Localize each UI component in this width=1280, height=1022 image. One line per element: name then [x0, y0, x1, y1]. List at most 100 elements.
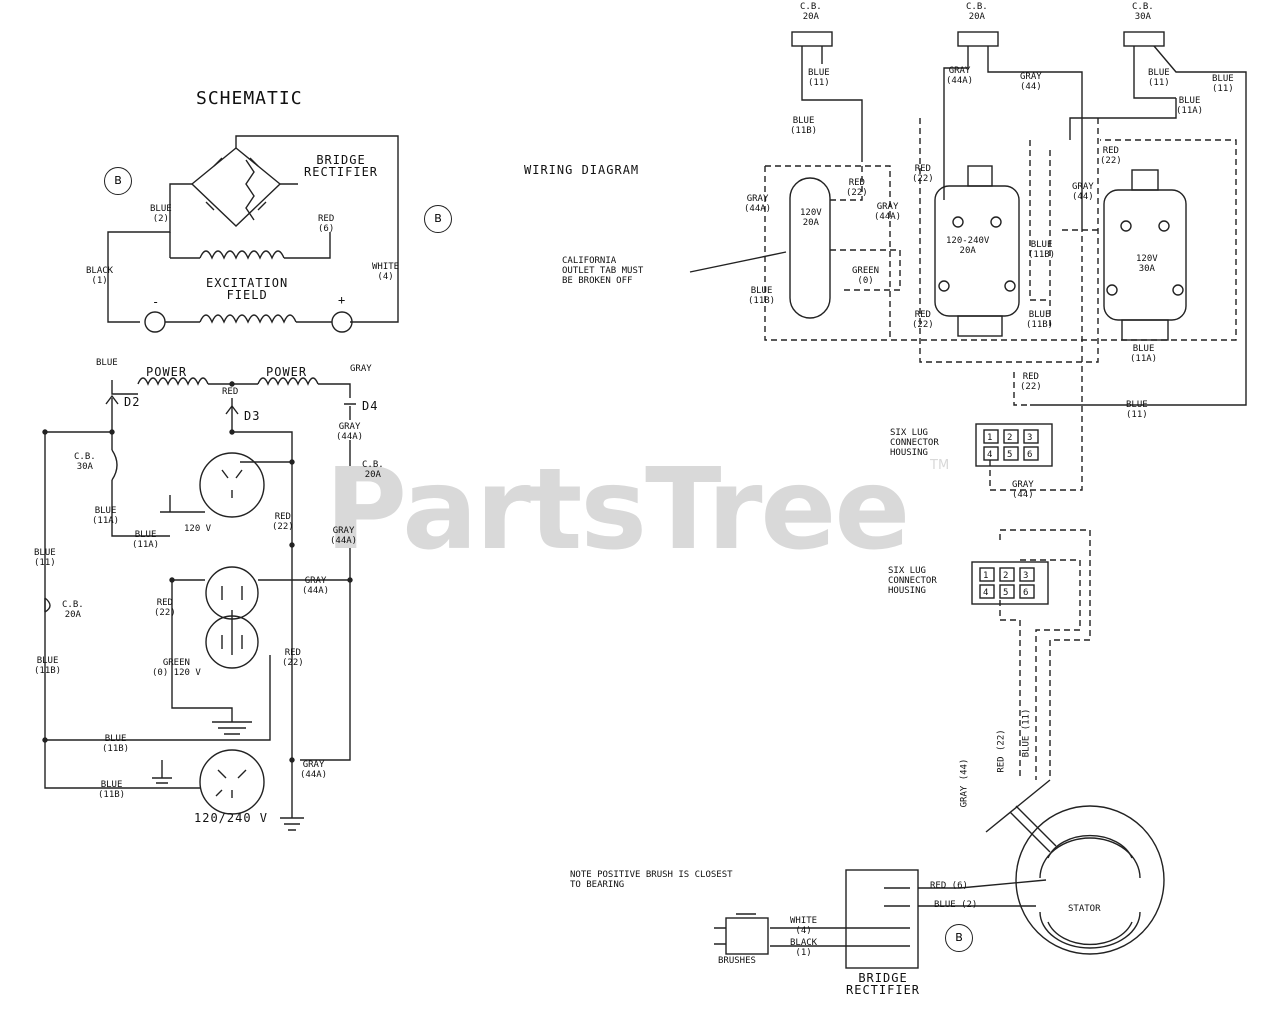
bridge-rectifier-box — [689, 251, 1047, 969]
label-blue-11b-w: BLUE (11B) — [790, 116, 818, 136]
label-red-22-3: RED (22) — [282, 648, 304, 668]
label-bridge-rectifier: BRIDGE RECTIFIER — [304, 153, 379, 179]
label-red-6-b: RED (6) — [930, 881, 968, 891]
label-d3: D3 — [244, 409, 261, 423]
label-120-240v: 120/240 V — [194, 811, 269, 825]
label-power-1: POWER — [146, 365, 188, 379]
label-cb-20a-top1: C.B. 20A — [800, 2, 822, 22]
lug-4b: 4 — [983, 588, 989, 598]
label-black-1-b: BLACK (1) — [790, 938, 818, 958]
label-gray-44a-4: GRAY (44A) — [300, 760, 328, 780]
label-blue-11a-w2: BLUE (11A) — [1130, 344, 1158, 364]
label-blue-11-w1: BLUE (11) — [808, 68, 830, 88]
bridge-rectifier-symbol — [107, 135, 399, 323]
label-plus: + — [338, 293, 347, 307]
parts-tree-watermark: PartsTree — [325, 445, 910, 575]
label-cb-20a-right: C.B. 20A — [362, 460, 384, 480]
label-cb-30a-left: C.B. 30A — [74, 452, 96, 472]
schematic-lower-wiring — [42, 429, 355, 831]
lug-6: 6 — [1027, 450, 1033, 460]
label-red-22-w4: RED (22) — [912, 310, 934, 330]
label-green-0-w: GREEN (0) — [852, 266, 880, 286]
callout-b-1: B — [104, 167, 132, 195]
label-blue-11b-w3: BLUE (11B) — [748, 286, 776, 306]
lug-3b: 3 — [1023, 571, 1029, 581]
label-blue-11-w2: BLUE (11) — [1148, 68, 1170, 88]
lug-6b: 6 — [1023, 588, 1029, 598]
label-gray-44-w2: GRAY (44) — [1072, 182, 1094, 202]
label-blue-2-b: BLUE (2) — [934, 900, 978, 910]
label-outlet-120-240v-20a: 120-240V 20A — [946, 236, 990, 256]
label-red-22-w1: RED (22) — [1100, 146, 1122, 166]
lug-5b: 5 — [1003, 588, 1009, 598]
lug-2b: 2 — [1003, 571, 1009, 581]
label-120v-1: 120 V — [184, 524, 212, 534]
label-gray-44a-1: GRAY (44A) — [336, 422, 364, 442]
excitation-field-coils — [144, 232, 353, 333]
label-outlet-120v-30a: 120V 30A — [1136, 254, 1158, 274]
lug-5: 5 — [1007, 450, 1013, 460]
trademark-mark: TM — [930, 458, 950, 473]
label-black-1: BLACK (1) — [86, 266, 114, 286]
label-six-lug-1: SIX LUG CONNECTOR HOUSING — [890, 428, 939, 458]
label-excitation-field: EXCITATION FIELD — [206, 276, 289, 302]
label-blue-11b-w4: BLUE (11B) — [1026, 310, 1054, 330]
label-gray-44-w1: GRAY (44) — [1020, 72, 1042, 92]
power-windings — [105, 377, 356, 432]
label-blue-2: BLUE (2) — [150, 204, 172, 224]
label-blue-11b-w2: BLUE (11B) — [1028, 240, 1056, 260]
lug-2: 2 — [1007, 433, 1013, 443]
label-red-22-w2: RED (22) — [846, 178, 868, 198]
label-blue-11a-1: BLUE (11A) — [92, 506, 120, 526]
label-bridge-rectifier-b: BRIDGE RECTIFIER — [846, 971, 921, 997]
label-gray-44a-w2: GRAY (44A) — [744, 194, 772, 214]
label-blue-11b-2: BLUE (11B) — [98, 780, 126, 800]
label-red-6: RED (6) — [318, 214, 335, 234]
lug-1b: 1 — [983, 571, 989, 581]
label-gray-44a-w1: GRAY (44A) — [946, 66, 974, 86]
label-blue-11-left: BLUE (11) — [34, 548, 56, 568]
label-california-note: CALIFORNIA OUTLET TAB MUST BE BROKEN OFF — [562, 256, 644, 286]
label-d2: D2 — [124, 395, 141, 409]
lug-4: 4 — [987, 450, 993, 460]
label-green-0-120v: GREEN (0) 120 V — [152, 658, 201, 678]
label-blue-11-stator: BLUE (11) — [1021, 708, 1032, 758]
label-red-22-w3: RED (22) — [912, 164, 934, 184]
label-cb-20a-left: C.B. 20A — [62, 600, 84, 620]
label-blue-11b-left: BLUE (11B) — [34, 656, 62, 676]
wiring-breakers — [791, 31, 1247, 406]
label-red-22-stator: RED (22) — [996, 729, 1007, 773]
label-blue-11b-1: BLUE (11B) — [102, 734, 130, 754]
label-white-4: WHITE (4) — [372, 262, 400, 282]
label-red-mid: RED — [222, 387, 239, 397]
label-brushes: BRUSHES — [718, 956, 756, 966]
label-cb-30a-top3: C.B. 30A — [1132, 2, 1154, 22]
label-red-22-w5: RED (22) — [1020, 372, 1042, 392]
label-red-22-2: RED (22) — [154, 598, 176, 618]
label-blue-11-w3: BLUE (11) — [1212, 74, 1234, 94]
label-cb-20a-top2: C.B. 20A — [966, 2, 988, 22]
label-red-22-1: RED (22) — [272, 512, 294, 532]
label-power-2: POWER — [266, 365, 308, 379]
lug-3: 3 — [1027, 433, 1033, 443]
lug-1: 1 — [987, 433, 993, 443]
label-blue-top: BLUE — [96, 358, 118, 368]
wiring-outlets — [789, 165, 1187, 341]
label-blue-11-w4: BLUE (11) — [1126, 400, 1148, 420]
label-gray-44-stator: GRAY (44) — [959, 758, 970, 808]
label-white-4-b: WHITE (4) — [790, 916, 818, 936]
label-d4: D4 — [362, 399, 379, 413]
label-blue-11a-w: BLUE (11A) — [1176, 96, 1204, 116]
wiring-harness-dashed — [764, 118, 1237, 780]
stator-assembly — [985, 779, 1165, 955]
label-outlet-120v-20a: 120V 20A — [800, 208, 822, 228]
label-minus: - — [152, 295, 161, 309]
label-gray-44a-w3: GRAY (44A) — [874, 202, 902, 222]
schematic-title: SCHEMATIC — [196, 88, 303, 109]
label-gray-44a-2: GRAY (44A) — [330, 526, 358, 546]
callout-b-2: B — [424, 205, 452, 233]
label-stator: STATOR — [1068, 904, 1101, 914]
wiring-diagram-title: WIRING DIAGRAM — [524, 163, 640, 177]
label-blue-11a-2: BLUE (11A) — [132, 530, 160, 550]
